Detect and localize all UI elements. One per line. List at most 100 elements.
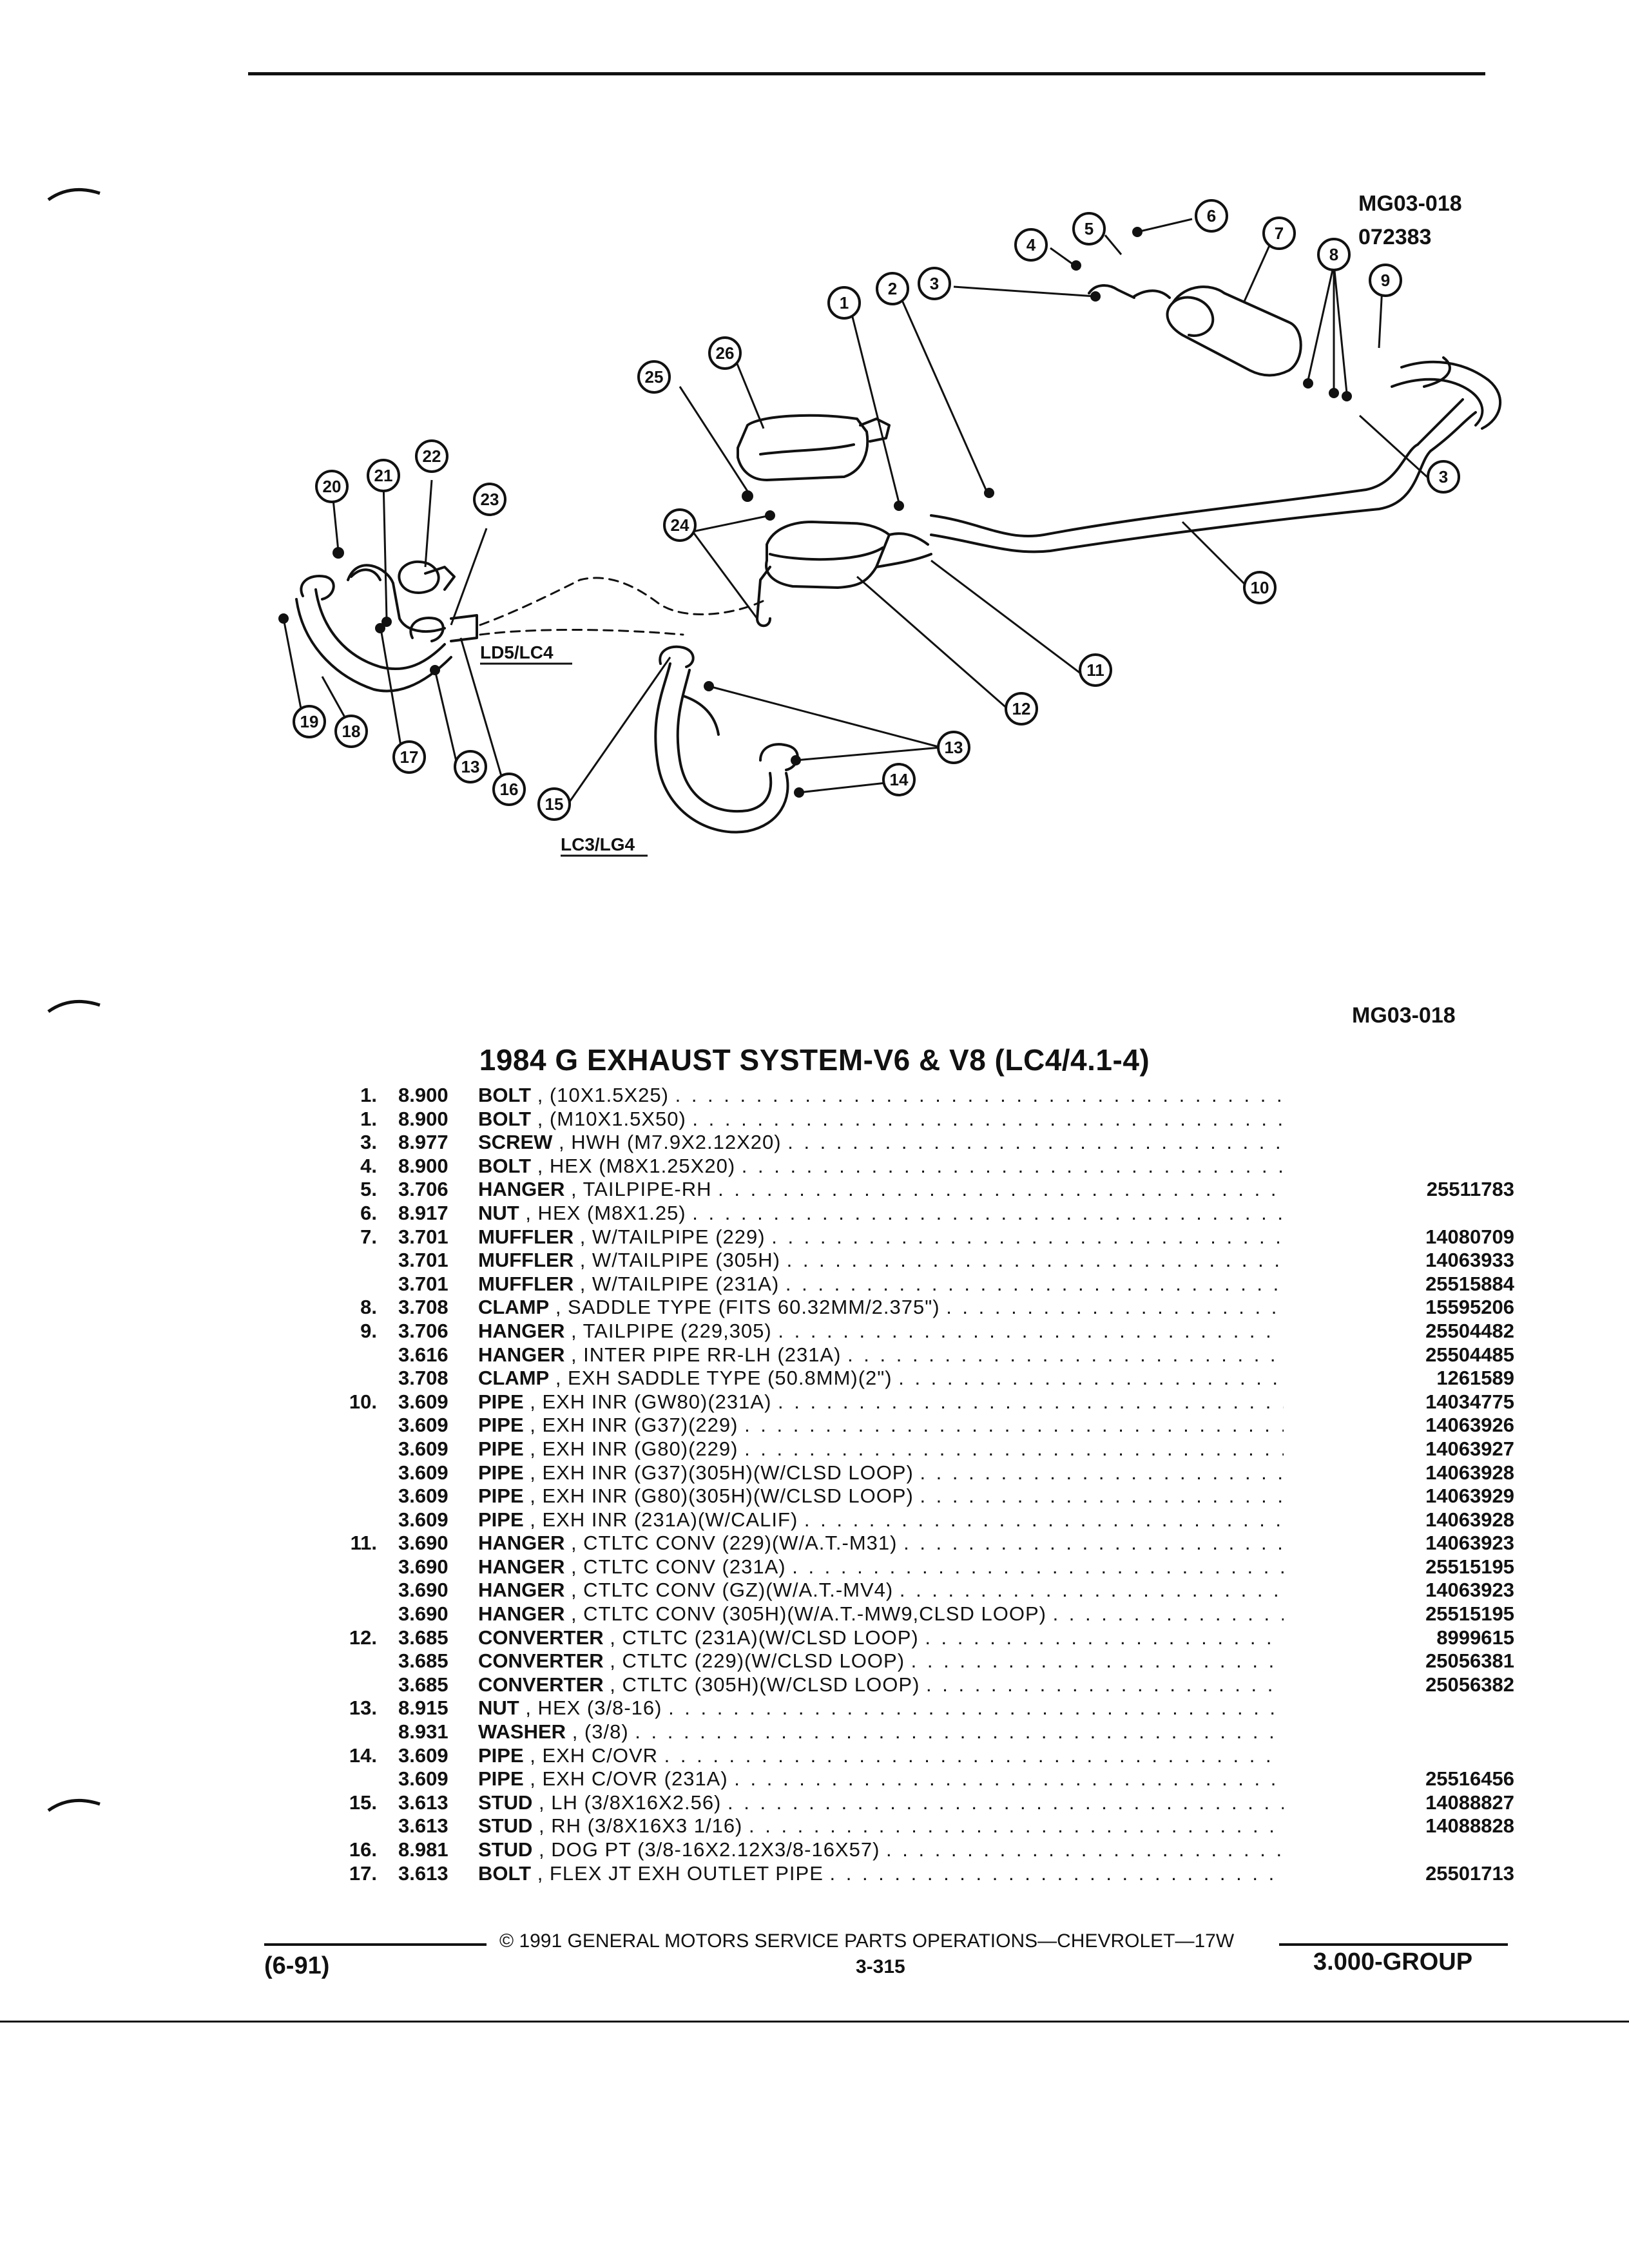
leader-dots: . . . . . . . . . . . . . . . . . . . . … xyxy=(734,1767,1284,1791)
part-description: BOLT , (10X1.5X25) . . . . . . . . . . .… xyxy=(478,1084,1284,1107)
callout-12: 12 xyxy=(1012,699,1031,718)
leader-dots: . . . . . . . . . . . . . . . . . . . . … xyxy=(920,1461,1284,1484)
leader-dots: . . . . . . . . . . . . . . . . . . . . … xyxy=(778,1390,1284,1413)
part-spec: , EXH INR (231A)(W/CALIF) xyxy=(523,1508,804,1531)
exhaust-system-diagram: 1 2 3 3 4 5 6 7 8 9 10 11 12 13 13 14 15… xyxy=(278,199,1501,857)
leader-dots: . . . . . . . . . . . . . . . . . . . . … xyxy=(847,1343,1284,1366)
leader-dots: . . . . . . . . . . . . . . . . . . . . … xyxy=(675,1084,1284,1106)
leader-dots: . . . . . . . . . . . . . . . . . . . . … xyxy=(898,1367,1284,1390)
part-name: BOLT xyxy=(478,1084,532,1106)
leader-dots: . . . . . . . . . . . . . . . . . . . . … xyxy=(744,1414,1284,1437)
part-spec: , (3/8) xyxy=(566,1720,635,1744)
part-ref-number: 12. xyxy=(349,1626,377,1649)
leader-dots: . . . . . . . . . . . . . . . . . . . . … xyxy=(899,1579,1284,1602)
part-number: 25515195 xyxy=(1425,1602,1514,1626)
part-ref-number: 10. xyxy=(349,1390,377,1413)
part-description: HANGER , TAILPIPE (229,305) . . . . . . … xyxy=(478,1320,1284,1343)
part-name: PIPE xyxy=(478,1414,524,1437)
part-description: BOLT , HEX (M8X1.25X20) . . . . . . . . … xyxy=(478,1155,1284,1178)
part-description: PIPE , EXH INR (231A)(W/CALIF) . . . . .… xyxy=(478,1508,1284,1532)
part-description: PIPE , EXH INR (G37)(229) . . . . . . . … xyxy=(478,1414,1284,1437)
converter-outline xyxy=(765,521,891,589)
part-group-number: 3.613 xyxy=(398,1814,448,1838)
part-group-number: 3.609 xyxy=(398,1414,448,1437)
callout-17: 17 xyxy=(400,747,419,767)
callout-8: 8 xyxy=(1329,245,1338,264)
leader-dots: . . . . . . . . . . . . . . . . . . . . … xyxy=(749,1814,1284,1838)
part-name: PIPE xyxy=(478,1508,524,1531)
part-spec: , INTER PIPE RR-LH (231A) xyxy=(564,1343,848,1366)
part-group-number: 3.609 xyxy=(398,1390,448,1413)
part-spec: , CTLTC CONV (GZ)(W/A.T.-MV4) xyxy=(564,1579,900,1602)
part-description: CONVERTER , CTLTC (305H)(W/CLSD LOOP) . … xyxy=(478,1673,1284,1696)
part-number: 25515884 xyxy=(1425,1272,1514,1295)
callout-13b: 13 xyxy=(461,757,480,776)
part-description: HANGER , CTLTC CONV (GZ)(W/A.T.-MV4) . .… xyxy=(478,1579,1284,1602)
part-ref-number: 14. xyxy=(349,1744,377,1767)
part-ref-number: 6. xyxy=(360,1201,377,1224)
part-group-number: 3.690 xyxy=(398,1579,448,1602)
part-row: 3.613 STUD , RH (3/8X16X3 1/16) . . . . .… xyxy=(316,1814,1514,1838)
part-spec: , W/TAILPIPE (229) xyxy=(574,1225,772,1248)
part-number: 25515195 xyxy=(1425,1555,1514,1578)
part-name: STUD xyxy=(478,1791,533,1814)
part-number: 25504482 xyxy=(1425,1319,1514,1342)
part-number: 14088827 xyxy=(1425,1791,1514,1814)
part-ref-number: 9. xyxy=(360,1319,377,1342)
part-description: CLAMP , SADDLE TYPE (FITS 60.32MM/2.375"… xyxy=(478,1296,1284,1319)
part-name: HANGER xyxy=(478,1602,565,1626)
callout-20: 20 xyxy=(323,477,342,496)
part-spec: , EXH INR (G80)(305H)(W/CLSD LOOP) xyxy=(523,1485,920,1508)
part-number: 14063929 xyxy=(1425,1485,1514,1508)
part-group-number: 3.613 xyxy=(398,1791,448,1814)
part-number: 25516456 xyxy=(1425,1767,1514,1791)
part-number: 14063926 xyxy=(1425,1414,1514,1437)
part-name: PIPE xyxy=(478,1767,524,1791)
part-spec: , EXH C/OVR (231A) xyxy=(523,1767,735,1791)
part-spec: , CTLTC (229)(W/CLSD LOOP) xyxy=(603,1649,911,1673)
part-spec: , DOG PT (3/8-16X2.12X3/8-16X57) xyxy=(532,1838,887,1861)
leader-dots: . . . . . . . . . . . . . . . . . . . . … xyxy=(926,1673,1284,1696)
part-number: 25056382 xyxy=(1425,1673,1514,1696)
part-spec: , HEX (M8X1.25X20) xyxy=(531,1154,742,1177)
part-number: 14063928 xyxy=(1425,1461,1514,1484)
part-number: 25501713 xyxy=(1425,1861,1514,1885)
part-name: HANGER xyxy=(478,1343,565,1366)
part-spec: , CTLTC (305H)(W/CLSD LOOP) xyxy=(603,1673,927,1696)
callout-16: 16 xyxy=(500,780,519,799)
part-group-number: 3.706 xyxy=(398,1319,448,1342)
part-spec: , CTLTC (231A)(W/CLSD LOOP) xyxy=(603,1626,925,1649)
part-group-number: 3.609 xyxy=(398,1485,448,1508)
leader-dots: . . . . . . . . . . . . . . . . . . . . … xyxy=(664,1744,1284,1767)
part-name: PIPE xyxy=(478,1744,524,1767)
part-number: 14063928 xyxy=(1425,1508,1514,1531)
part-description: STUD , RH (3/8X16X3 1/16) . . . . . . . … xyxy=(478,1814,1284,1838)
part-group-number: 3.609 xyxy=(398,1744,448,1767)
part-name: CONVERTER xyxy=(478,1649,604,1673)
leader-dots: . . . . . . . . . . . . . . . . . . . . … xyxy=(1052,1602,1284,1626)
part-spec: , W/TAILPIPE (231A) xyxy=(574,1272,786,1295)
callout-5: 5 xyxy=(1084,219,1094,238)
callout-22: 22 xyxy=(423,447,441,466)
part-name: BOLT xyxy=(478,1107,532,1130)
callout-19: 19 xyxy=(300,712,319,731)
part-ref-number: 1. xyxy=(360,1107,377,1130)
leader-dots: . . . . . . . . . . . . . . . . . . . . … xyxy=(920,1485,1284,1508)
heat-shield-outline xyxy=(737,414,869,481)
part-row: 9. 3.706 HANGER , TAILPIPE (229,305) . . .… xyxy=(316,1320,1514,1343)
part-name: PIPE xyxy=(478,1437,524,1460)
leader-dots: . . . . . . . . . . . . . . . . . . . . … xyxy=(787,1131,1284,1154)
part-ref-number: 3. xyxy=(360,1131,377,1154)
part-group-number: 8.915 xyxy=(398,1696,448,1720)
part-spec: , EXH SADDLE TYPE (50.8MM)(2") xyxy=(549,1367,899,1390)
part-description: STUD , LH (3/8X16X2.56) . . . . . . . . … xyxy=(478,1791,1284,1814)
